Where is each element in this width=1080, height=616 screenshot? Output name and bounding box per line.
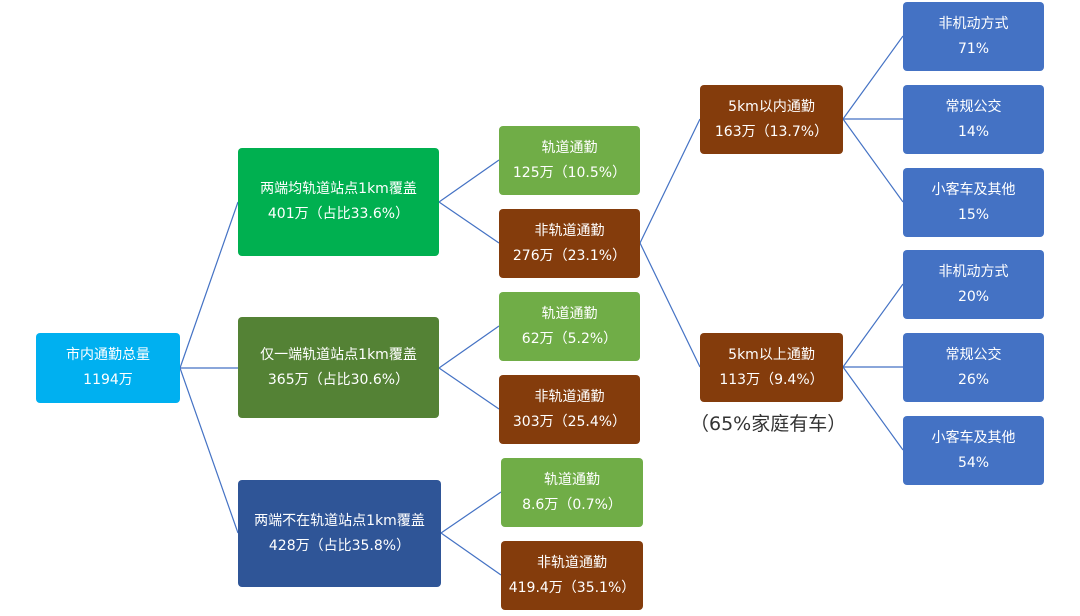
link-one-rail [438, 325, 500, 369]
node-label: 非轨道通勤 [534, 388, 605, 405]
node-label: 轨道通勤 [541, 139, 598, 156]
node-label: 小客车及其他 [931, 181, 1016, 198]
node-value: 54% [957, 454, 990, 471]
mode-node-non-motorized: 非机动方式 71% [903, 2, 1044, 71]
link-nonrail-near [639, 118, 701, 244]
node-label: 5km以上通勤 [728, 346, 815, 363]
link-near-mode1 [842, 35, 904, 120]
car-ownership-note: （65%家庭有车） [690, 413, 847, 435]
link-root-both [179, 201, 239, 369]
node-label: 非机动方式 [938, 263, 1009, 280]
link-none-nonrail [440, 532, 502, 576]
commute-node-rail: 轨道通勤 8.6万（0.7%） [501, 458, 643, 527]
node-value: 125万（10.5%） [512, 164, 627, 181]
node-label: 常规公交 [945, 346, 1002, 363]
node-label: 市内通勤总量 [66, 347, 150, 363]
link-nonrail-far [639, 242, 701, 368]
coverage-node-neither-end: 两端不在轨道站点1km覆盖 428万（占比35.8%） [238, 480, 441, 587]
mode-node-car-other: 小客车及其他 54% [903, 416, 1044, 485]
node-label: 轨道通勤 [541, 305, 598, 322]
coverage-node-both-ends: 两端均轨道站点1km覆盖 401万（占比33.6%） [238, 148, 439, 256]
link-far-mode3 [842, 366, 904, 451]
node-value: 15% [957, 206, 990, 223]
node-value: 365万（占比30.6%） [267, 371, 410, 388]
link-one-nonrail [438, 367, 500, 410]
link-both-nonrail [438, 201, 500, 244]
node-value: 71% [957, 40, 990, 57]
node-value: 20% [957, 288, 990, 305]
node-value: 428万（占比35.8%） [268, 537, 411, 554]
distance-node-over-5km: 5km以上通勤 113万（9.4%） [700, 333, 843, 402]
link-none-rail [440, 491, 502, 534]
commute-node-non-rail: 非轨道通勤 276万（23.1%） [499, 209, 640, 278]
coverage-node-one-end: 仅一端轨道站点1km覆盖 365万（占比30.6%） [238, 317, 439, 418]
commute-node-rail: 轨道通勤 125万（10.5%） [499, 126, 640, 195]
distance-node-within-5km: 5km以内通勤 163万（13.7%） [700, 85, 843, 154]
node-label: 两端不在轨道站点1km覆盖 [254, 512, 425, 529]
node-value: 1194万 [83, 372, 133, 388]
mode-node-car-other: 小客车及其他 15% [903, 168, 1044, 237]
node-value: 401万（占比33.6%） [267, 206, 410, 222]
mode-node-bus: 常规公交 14% [903, 85, 1044, 154]
node-value: 276万（23.1%） [512, 247, 627, 264]
node-value: 163万（13.7%） [714, 123, 829, 140]
link-far-mode1 [842, 283, 904, 368]
node-label: 非轨道通勤 [537, 554, 607, 571]
link-both-rail [438, 159, 500, 203]
node-value: 26% [957, 371, 990, 388]
node-label: 5km以内通勤 [728, 98, 815, 115]
node-value: 419.4万（35.1%） [508, 579, 636, 596]
node-value: 14% [957, 123, 990, 140]
root-node: 市内通勤总量 1194万 [36, 333, 180, 403]
node-value: 62万（5.2%） [521, 330, 618, 347]
node-label: 小客车及其他 [931, 429, 1016, 446]
node-label: 仅一端轨道站点1km覆盖 [260, 346, 417, 363]
node-value: 113万（9.4%） [719, 371, 824, 388]
node-label: 常规公交 [945, 98, 1002, 115]
link-root-none [179, 367, 239, 534]
node-value: 8.6万（0.7%） [522, 496, 622, 513]
node-value: 303万（25.4%） [512, 413, 627, 430]
node-label: 非轨道通勤 [534, 222, 605, 239]
node-label: 轨道通勤 [544, 471, 600, 488]
mode-node-non-motorized: 非机动方式 20% [903, 250, 1044, 319]
commute-node-non-rail: 非轨道通勤 419.4万（35.1%） [501, 541, 643, 610]
mode-node-bus: 常规公交 26% [903, 333, 1044, 402]
node-label: 非机动方式 [938, 15, 1009, 32]
node-label: 两端均轨道站点1km覆盖 [260, 181, 417, 197]
commute-node-non-rail: 非轨道通勤 303万（25.4%） [499, 375, 640, 444]
link-near-mode3 [842, 118, 904, 203]
commute-node-rail: 轨道通勤 62万（5.2%） [499, 292, 640, 361]
